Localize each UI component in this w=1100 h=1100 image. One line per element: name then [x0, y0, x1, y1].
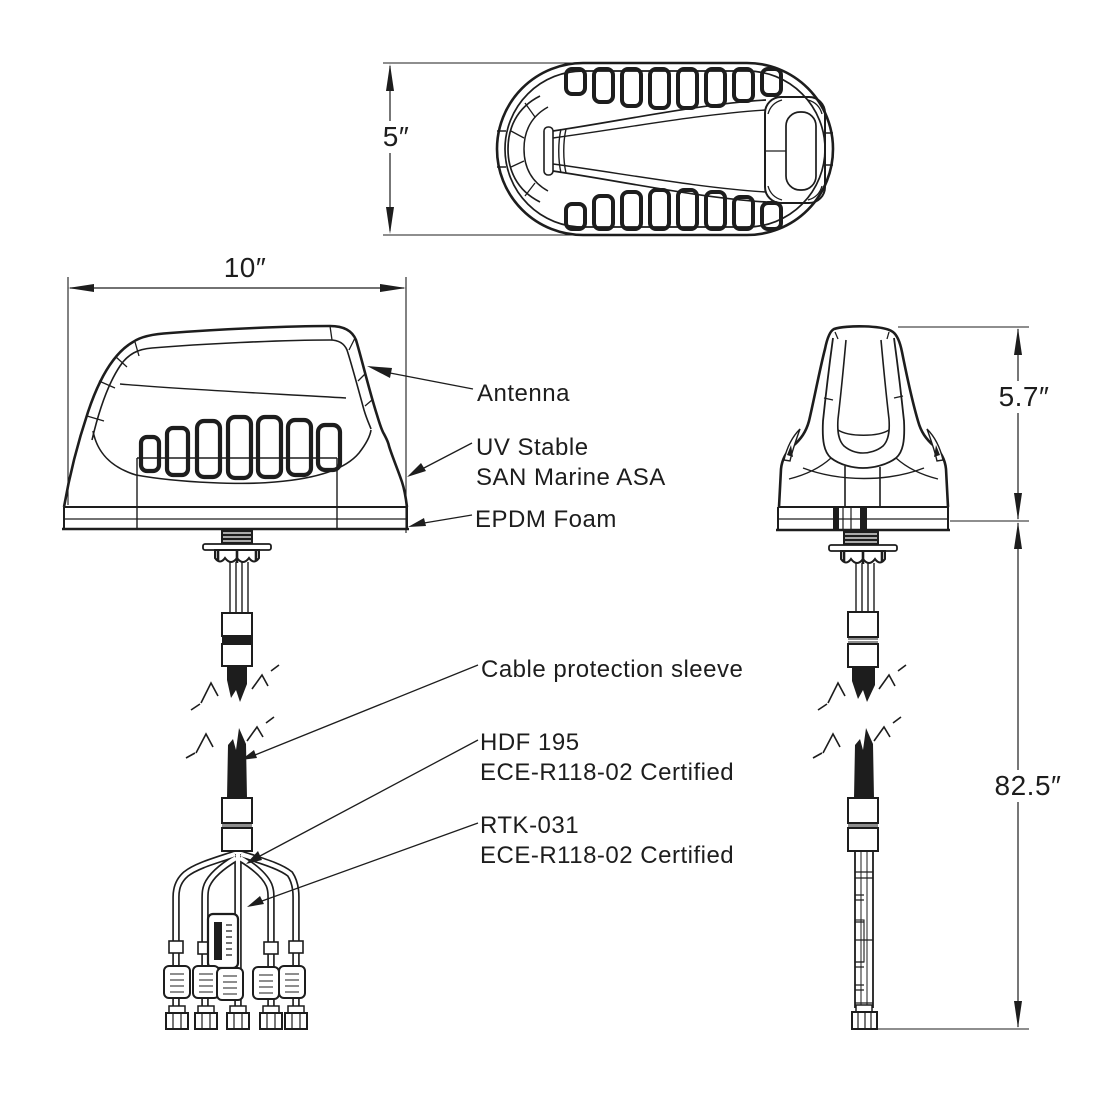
- uv-stable-leader: [407, 442, 473, 477]
- sma-connectors: [165, 1005, 308, 1030]
- callout-leaders: [241, 366, 479, 907]
- cable-break-upper: [190, 664, 280, 711]
- callout-uv-stable-line2: SAN Marine ASA: [476, 464, 666, 491]
- rear-mount-assembly: [812, 529, 907, 1030]
- callout-rtk-line1: RTK-031: [480, 812, 580, 839]
- dimension-rear-height-label: 5.7″: [988, 381, 1060, 413]
- cable-sleeve-lower: [221, 797, 253, 824]
- rear-view: [776, 325, 950, 532]
- cable-sleeve-upper: [221, 612, 253, 637]
- side-view-vents: [138, 414, 343, 481]
- dimension-side-width-label: 10″: [223, 252, 267, 283]
- dimension-cable-length-label: 82.5″: [983, 770, 1073, 802]
- antenna-leader: [367, 366, 474, 390]
- cable-harness: [163, 850, 308, 1030]
- callout-uv-stable-line1: UV Stable: [476, 434, 589, 461]
- rear-cable-connector: [851, 1004, 878, 1030]
- callout-antenna: Antenna: [477, 380, 570, 407]
- main-cable-label-tag: [206, 912, 240, 970]
- top-view-vents-bottom: [564, 188, 783, 231]
- top-view-vents-top: [564, 67, 783, 110]
- hdf-leader: [246, 739, 479, 864]
- top-view: [495, 61, 835, 237]
- dimension-top-height-label: 5″: [374, 121, 418, 153]
- cable-break-lower: [185, 716, 275, 759]
- callout-epdm-foam: EPDM Foam: [475, 506, 617, 533]
- epdm-leader: [408, 514, 473, 527]
- dimension-5-7in: [898, 326, 1029, 522]
- callout-rtk-line2: ECE-R118-02 Certified: [480, 842, 735, 869]
- rtk-leader: [247, 822, 479, 907]
- callout-hdf-line2: ECE-R118-02 Certified: [480, 759, 735, 786]
- branch-label-tags: [163, 965, 306, 1001]
- dimension-10in: [67, 277, 407, 533]
- callout-cable-sleeve: Cable protection sleeve: [481, 656, 744, 683]
- cable-collars: [168, 940, 304, 955]
- side-view: [62, 324, 409, 531]
- side-mount-assembly: [185, 528, 280, 857]
- sleeve-leader: [241, 664, 479, 760]
- rear-cable-braid: [854, 851, 874, 1008]
- callout-hdf-line1: HDF 195: [480, 729, 580, 756]
- threaded-stud: [221, 528, 253, 544]
